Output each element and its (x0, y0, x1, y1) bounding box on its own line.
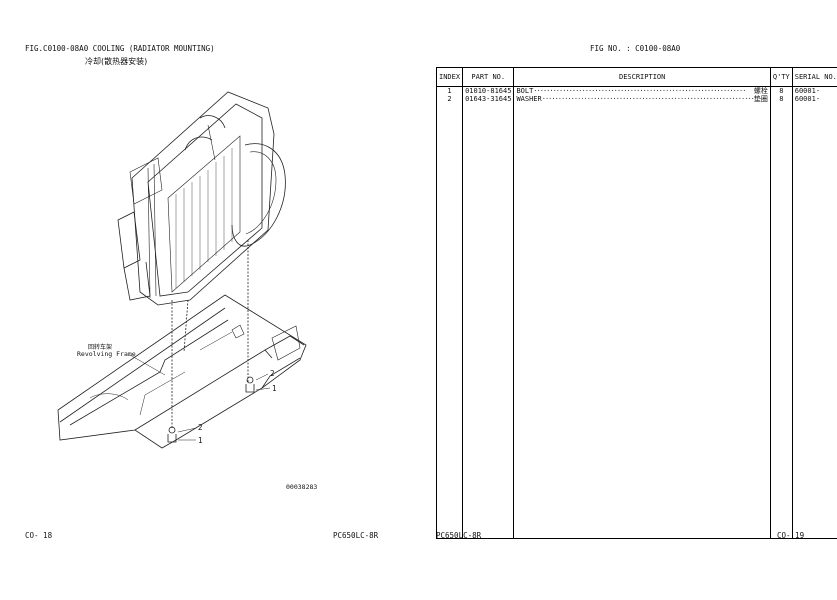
left-page-number: CO- 18 (25, 531, 53, 540)
figure-title: FIG.C0100-08A0 COOLING (RADIATOR MOUNTIN… (25, 44, 215, 53)
figure-subtitle: 冷却(散热器安装) (85, 57, 148, 66)
header-index: INDEX (435, 67, 464, 87)
revolving-frame-label-cn: 回转车架 (88, 344, 113, 351)
row-qty: 8 (769, 86, 793, 95)
figure-number: FIG NO. : C0100-08A0 (590, 44, 681, 53)
header-part-no: PART NO. (462, 67, 515, 87)
callout-1-upper: 1 (272, 384, 277, 393)
row-index: 1 (435, 86, 464, 95)
drawing-number: 00038283 (286, 483, 318, 491)
header-qty: Q'TY (769, 67, 793, 87)
row-serial: 60001- (791, 86, 837, 95)
table-row: 1 01010-81645 BOLT ·····················… (435, 86, 837, 95)
header-description: DESCRIPTION (513, 67, 771, 87)
parts-table: INDEX PART NO. DESCRIPTION Q'TY SERIAL N… (435, 67, 837, 539)
description-en: BOLT (516, 87, 534, 95)
left-model-name: PC650LC-8R (333, 531, 379, 540)
row-qty: 8 (769, 95, 793, 103)
callout-2-upper: 2 (270, 369, 275, 378)
row-part-no: 01643-31645 (462, 95, 515, 103)
row-index: 2 (435, 95, 464, 103)
header-serial-no: SERIAL NO. (791, 67, 837, 87)
right-page-number: CO- 19 (777, 531, 805, 540)
row-part-no: 01010-81645 (462, 86, 515, 95)
row-description: BOLT ···································… (513, 86, 771, 95)
row-description: WASHER ·································… (513, 95, 771, 103)
table-header-row: INDEX PART NO. DESCRIPTION Q'TY SERIAL N… (435, 67, 837, 87)
description-cn: 垫圈 (753, 95, 768, 103)
row-serial: 60001- (791, 95, 837, 103)
callout-2-lower: 2 (198, 423, 203, 432)
right-model-name: PC650LC-8R (436, 531, 482, 540)
description-en: WASHER (516, 95, 542, 103)
table-empty-area (435, 103, 837, 539)
revolving-frame-label: Revolving Frame (77, 350, 136, 358)
callout-1-lower: 1 (198, 436, 203, 445)
table-row: 2 01643-31645 WASHER ···················… (435, 95, 837, 103)
description-cn: 螺栓 (753, 87, 768, 95)
